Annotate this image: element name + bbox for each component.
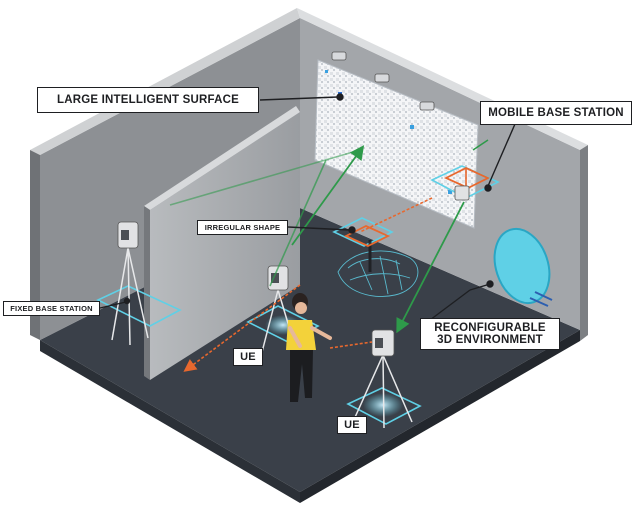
ue2-marker	[346, 387, 422, 425]
left-wall-edge	[30, 150, 40, 340]
mobile-base-station-label: MOBILE BASE STATION	[480, 101, 632, 125]
floor-markers	[96, 165, 500, 425]
fixed-base-station-label: FIXED BASE STATION	[3, 301, 100, 316]
floor-edge-right	[300, 330, 580, 503]
tripod-station-icon	[111, 167, 491, 429]
reconfigurable-environment-label: RECONFIGURABLE 3D ENVIRONMENT	[420, 318, 560, 350]
ue1-marker	[246, 305, 320, 343]
left-wall-top	[30, 8, 300, 155]
person-icon	[286, 293, 332, 402]
reconfigurable-line-2: 3D ENVIRONMENT	[437, 334, 543, 346]
fixed-bs-marker	[96, 285, 182, 327]
irregular-marker	[332, 217, 394, 247]
back-wall-edge	[580, 145, 588, 341]
antenna-dish-icon	[493, 227, 553, 307]
reconfigurable-line-1: RECONFIGURABLE	[434, 322, 546, 334]
signal-arrows	[169, 139, 489, 372]
ue-label-2: UE	[337, 416, 367, 434]
ue-label-1: UE	[233, 348, 263, 366]
floor-edge-left	[40, 340, 300, 503]
irregular-shape-label: IRREGULAR SHAPE	[197, 220, 288, 235]
large-intelligent-surface-label: LARGE INTELLIGENT SURFACE	[37, 87, 259, 113]
leader-lines	[99, 93, 516, 321]
